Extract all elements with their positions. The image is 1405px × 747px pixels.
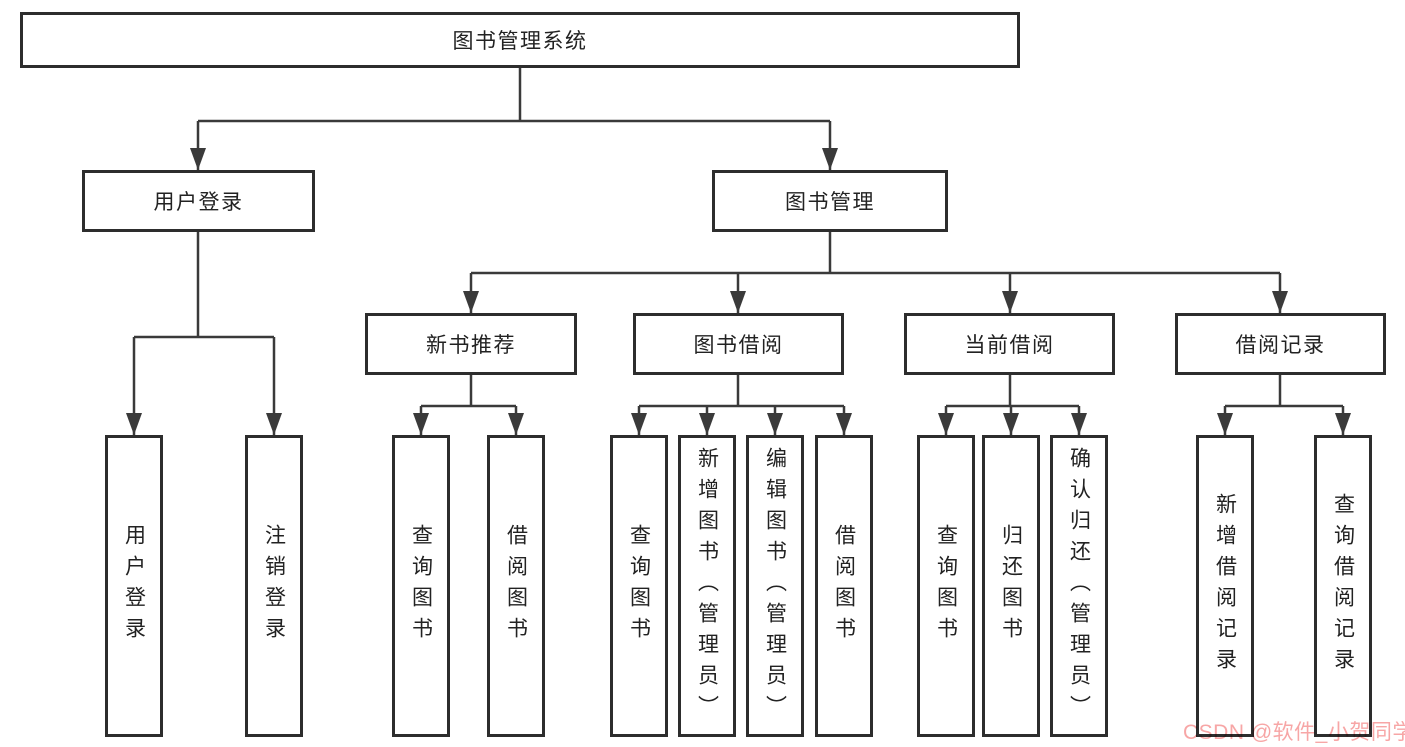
node-current-borrow-label: 当前借阅 bbox=[964, 334, 1055, 357]
node-root-label: 图书管理系统 bbox=[452, 30, 588, 53]
leaf-add-borrow-record: 新增借阅记录 bbox=[1196, 435, 1254, 737]
leaf-user-login-label: 用户登录 bbox=[122, 524, 146, 648]
node-user-login: 用户登录 bbox=[82, 170, 315, 232]
leaf-logout-label: 注销登录 bbox=[262, 524, 286, 648]
leaf-query-books-borrow: 查询图书 bbox=[610, 435, 668, 737]
node-book-borrow-label: 图书借阅 bbox=[693, 334, 784, 357]
node-user-login-label: 用户登录 bbox=[153, 191, 244, 214]
leaf-confirm-return-admin: 确认归还（管理员） bbox=[1050, 435, 1108, 737]
leaf-query-books-current-label: 查询图书 bbox=[934, 524, 958, 648]
node-borrow-records-label: 借阅记录 bbox=[1235, 334, 1326, 357]
leaf-query-borrow-record: 查询借阅记录 bbox=[1314, 435, 1372, 737]
leaf-add-borrow-record-label: 新增借阅记录 bbox=[1213, 493, 1237, 679]
leaf-query-books-recommend-label: 查询图书 bbox=[409, 524, 433, 648]
leaf-query-books-current: 查询图书 bbox=[917, 435, 975, 737]
leaf-edit-books-admin-label: 编辑图书（管理员） bbox=[763, 446, 787, 726]
tree-connector-lines bbox=[126, 68, 1351, 435]
leaf-edit-books-admin: 编辑图书（管理员） bbox=[746, 435, 804, 737]
leaf-borrow-books-recommend-label: 借阅图书 bbox=[504, 524, 528, 648]
leaf-borrow-books-recommend: 借阅图书 bbox=[487, 435, 545, 737]
leaf-borrow-books: 借阅图书 bbox=[815, 435, 873, 737]
leaf-query-books-recommend: 查询图书 bbox=[392, 435, 450, 737]
node-root: 图书管理系统 bbox=[20, 12, 1020, 68]
leaf-confirm-return-admin-label: 确认归还（管理员） bbox=[1067, 446, 1091, 726]
leaf-user-login: 用户登录 bbox=[105, 435, 163, 737]
leaf-query-books-borrow-label: 查询图书 bbox=[627, 524, 651, 648]
leaf-logout: 注销登录 bbox=[245, 435, 303, 737]
leaf-add-books-admin-label: 新增图书（管理员） bbox=[695, 446, 719, 726]
leaf-add-books-admin: 新增图书（管理员） bbox=[678, 435, 736, 737]
leaf-borrow-books-label: 借阅图书 bbox=[832, 524, 856, 648]
leaf-return-books-label: 归还图书 bbox=[999, 524, 1023, 648]
node-new-book-recommend-label: 新书推荐 bbox=[426, 334, 516, 357]
node-current-borrow: 当前借阅 bbox=[904, 313, 1115, 375]
leaf-query-borrow-record-label: 查询借阅记录 bbox=[1331, 493, 1355, 679]
node-borrow-records: 借阅记录 bbox=[1175, 313, 1386, 375]
leaf-return-books: 归还图书 bbox=[982, 435, 1040, 737]
node-book-management-label: 图书管理 bbox=[785, 191, 875, 214]
node-new-book-recommend: 新书推荐 bbox=[365, 313, 577, 375]
node-book-borrow: 图书借阅 bbox=[633, 313, 844, 375]
csdn-watermark: CSDN @软件_小贺同学 bbox=[1183, 721, 1405, 744]
node-book-management: 图书管理 bbox=[712, 170, 948, 232]
